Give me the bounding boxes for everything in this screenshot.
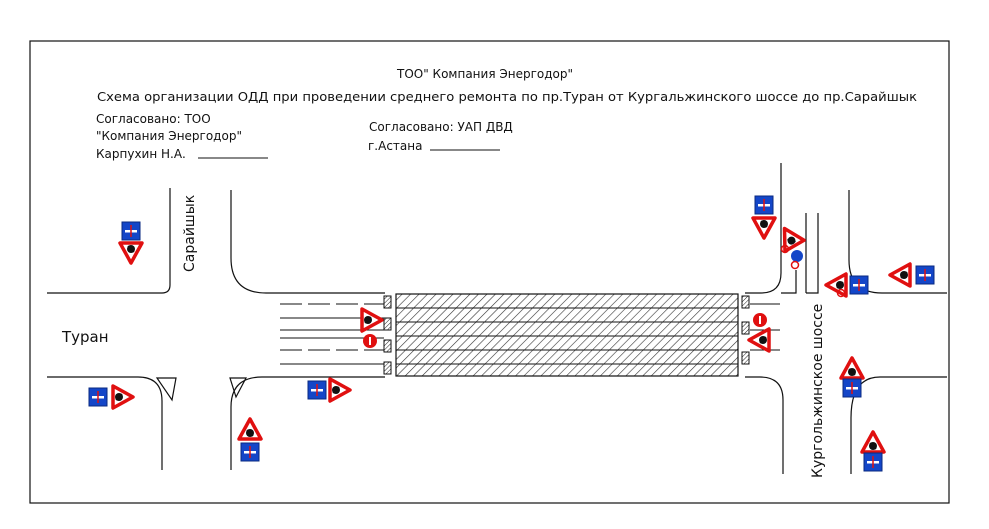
road-works-sign [118,241,144,265]
road-works-sign [824,272,848,298]
road-works-sign [773,221,806,254]
traffic-island-east [781,270,797,294]
approval-left-line3: Карпухин Н.А. [96,147,186,161]
approval-left-line1: Согласовано: ТОО [96,112,211,126]
sign-group-se [839,356,886,472]
company-heading: ТОО" Компания Энергодор" [396,67,573,81]
lane-direction-sign [842,378,862,398]
sign-group-center-left [307,307,384,403]
sign-group-sw [88,384,135,410]
keep-right-sign [791,250,803,262]
approval-left-line2: "Компания Энергодор" [96,129,242,143]
lane-direction-sign [88,387,108,407]
sign-group-center-right [747,312,771,353]
road-works-sign [237,417,263,441]
sign-group-s [237,417,263,462]
sign-group-e [824,262,935,298]
street-label-turan: Туран [61,328,109,346]
road-narrows-sign [747,327,771,353]
road-works-sign [888,262,912,288]
sign-group-nw [118,221,144,265]
lane-direction-sign [849,275,869,295]
barrier-blocks [383,295,750,375]
lane-direction-sign [863,452,883,472]
approval-right-line2: г.Астана [368,139,422,153]
no-entry-sign [752,312,768,328]
street-label-sarayshyk: Сарайшык [182,195,198,272]
street-label-kurgalzhino: Кургольжинское шоссе [810,304,826,478]
traffic-island-left [155,377,177,402]
scheme-title: Схема организации ОДД при проведении сре… [97,90,917,104]
approval-right-line1: Согласовано: УАП ДВД [369,120,513,134]
road-works-sign [860,430,886,454]
sign-group-ne-top [751,195,806,270]
lane-markings [280,303,780,365]
lane-direction-sign [307,380,327,400]
drawing-frame [29,40,950,504]
road-works-sign [328,377,352,403]
repair-zone-lanes [396,307,738,365]
lane-direction-sign [754,195,774,215]
traffic-island-right [229,377,247,399]
road-works-sign [839,356,865,380]
lane-direction-sign [121,221,141,241]
road-narrows-sign [360,307,384,333]
no-entry-sign [362,333,378,349]
road-works-sign [751,216,777,240]
lane-direction-sign [240,442,260,462]
road-works-sign [111,384,135,410]
lane-direction-sign [915,265,935,285]
